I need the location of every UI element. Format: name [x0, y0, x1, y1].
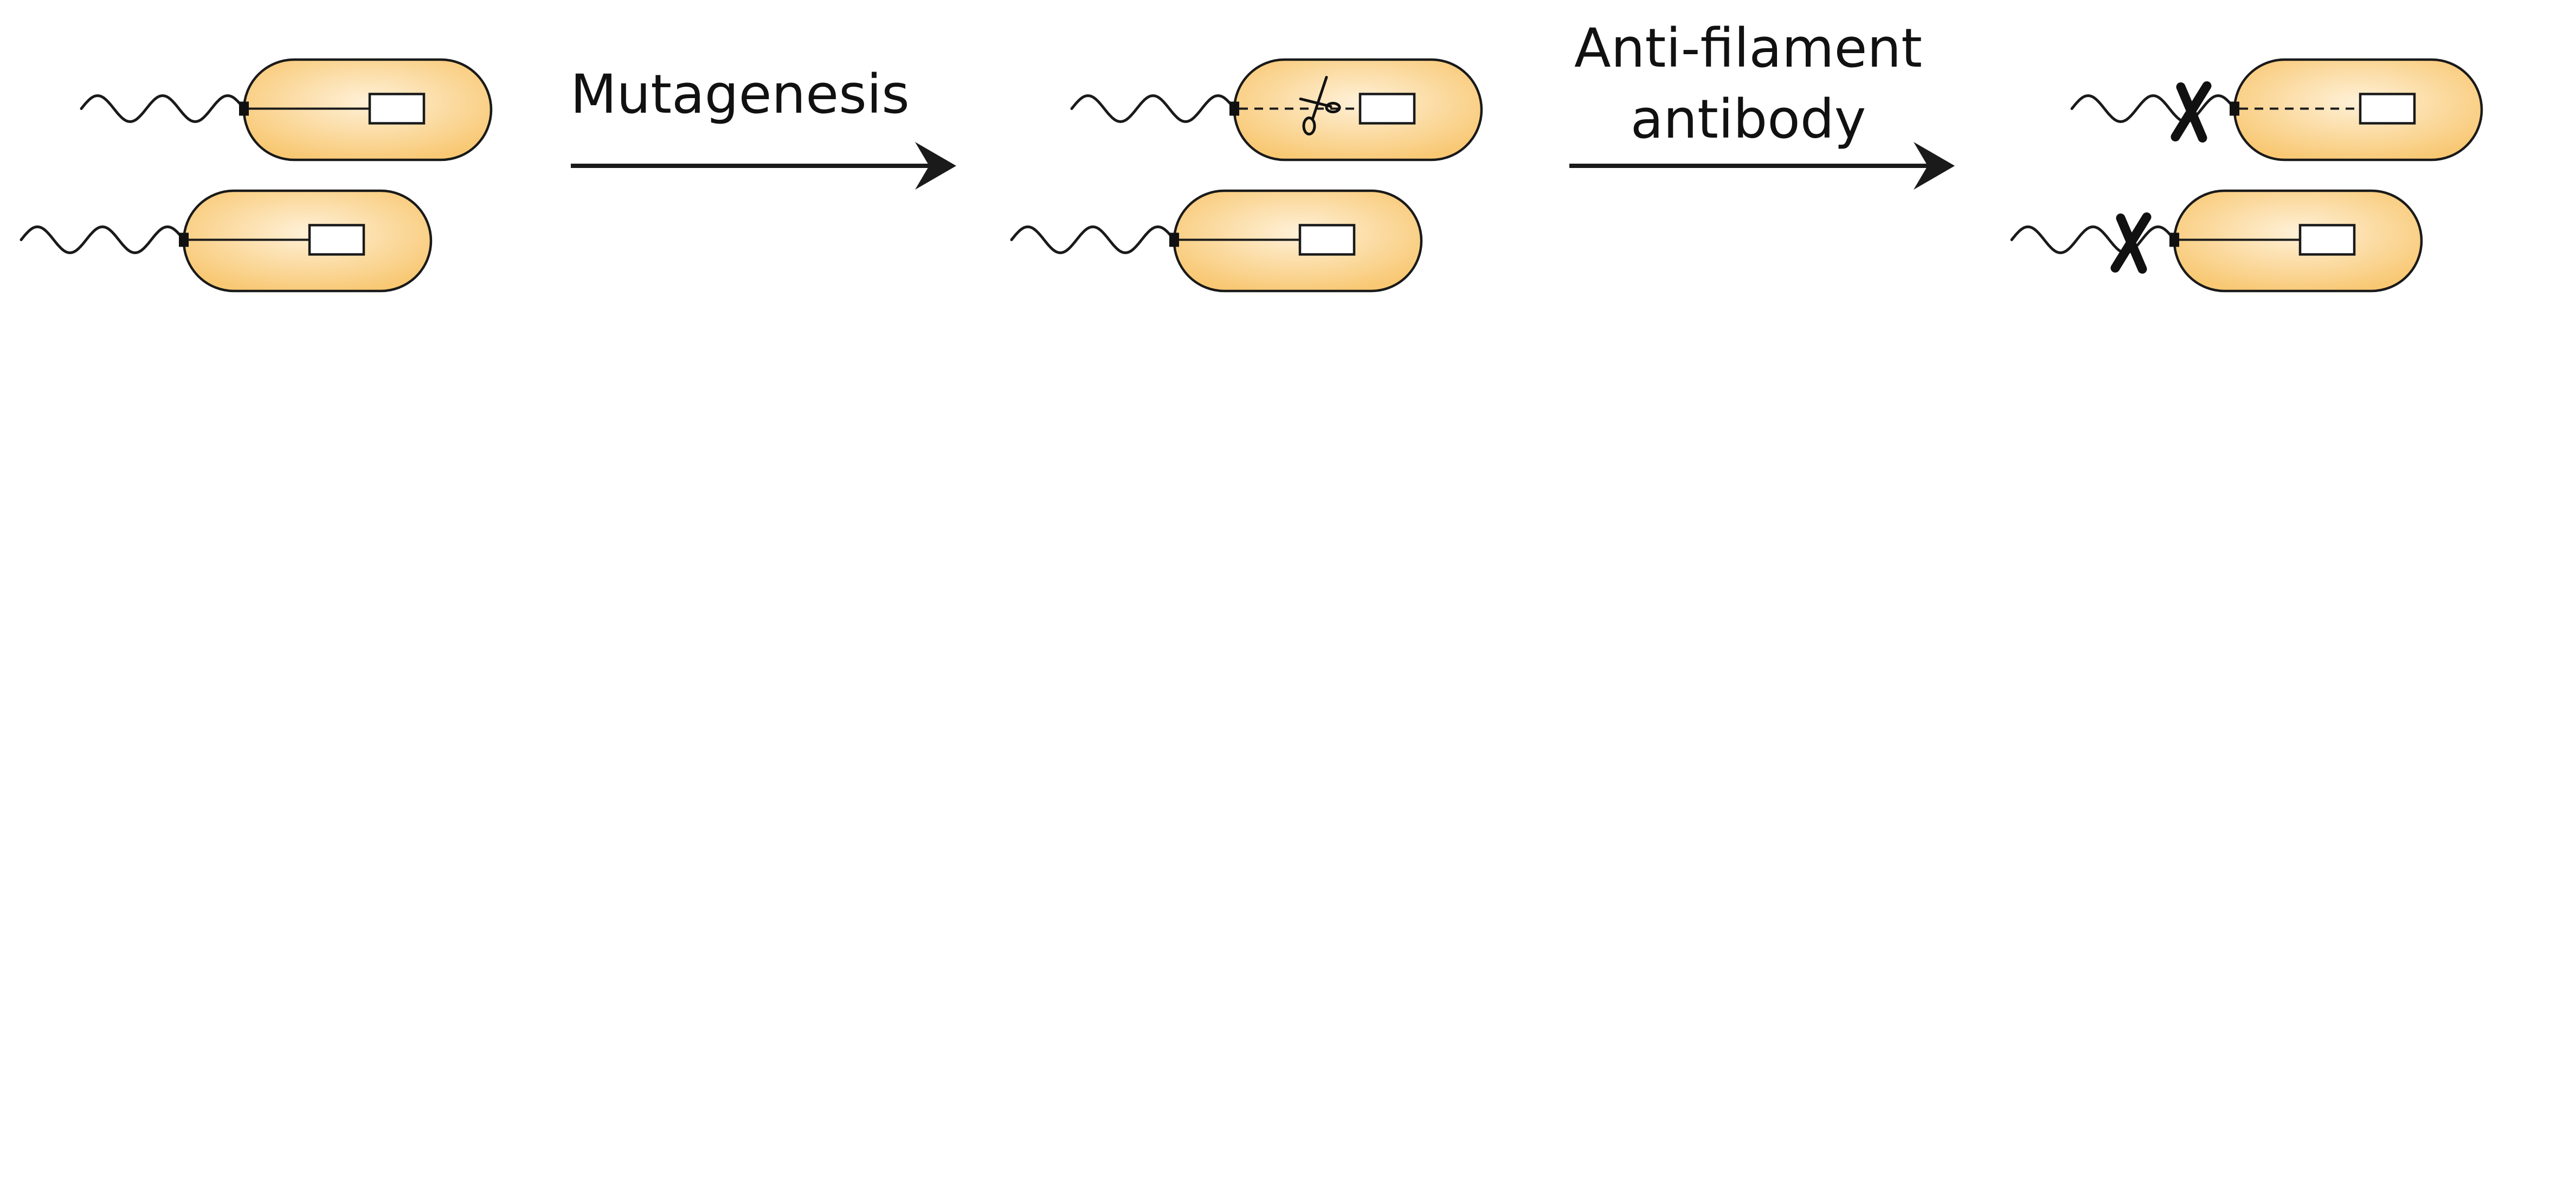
basal-body: [179, 232, 189, 247]
bacterium-cell: [2010, 189, 2423, 293]
gene-box: [2359, 93, 2416, 125]
antibody-label-line-1: Anti-filament: [1574, 17, 1922, 80]
antibody-label-line-2: antibody: [1631, 88, 1866, 151]
gene-box: [1298, 224, 1356, 256]
gene-box: [368, 93, 426, 125]
x-mark-icon: [2171, 81, 2212, 143]
gene-box: [1358, 93, 1416, 125]
bacterium-cell: [80, 58, 493, 161]
mutagenesis-label: Mutagenesis: [570, 63, 910, 126]
flagellum: [80, 94, 246, 124]
bacterium-cell: [1010, 189, 1423, 293]
flagellum: [1070, 94, 1236, 124]
flagellum: [20, 225, 185, 255]
mutagenesis-arrow: [571, 142, 956, 190]
x-mark-icon: [2110, 212, 2152, 274]
gene-box: [2298, 224, 2356, 256]
bacterium-cell: [20, 189, 433, 293]
panel-after-mutagenesis: [1010, 58, 1483, 293]
flagellum: [1010, 225, 1176, 255]
antibody-arrow: [1569, 142, 1955, 190]
flagellum: [2010, 225, 2176, 255]
panel-after-antibody: [2010, 58, 2483, 293]
scissors-icon: [1299, 76, 1341, 135]
panel-wild-type: [20, 58, 493, 293]
basal-body: [1169, 232, 1179, 247]
basal-body: [1229, 101, 1239, 116]
basal-body: [239, 101, 249, 116]
basal-body: [2230, 101, 2239, 116]
basal-body: [2169, 232, 2179, 247]
gene-box: [308, 224, 365, 256]
flagellum: [2070, 94, 2236, 124]
bacterium-cell: [2070, 58, 2483, 161]
bacterium-cell: [1070, 58, 1483, 161]
